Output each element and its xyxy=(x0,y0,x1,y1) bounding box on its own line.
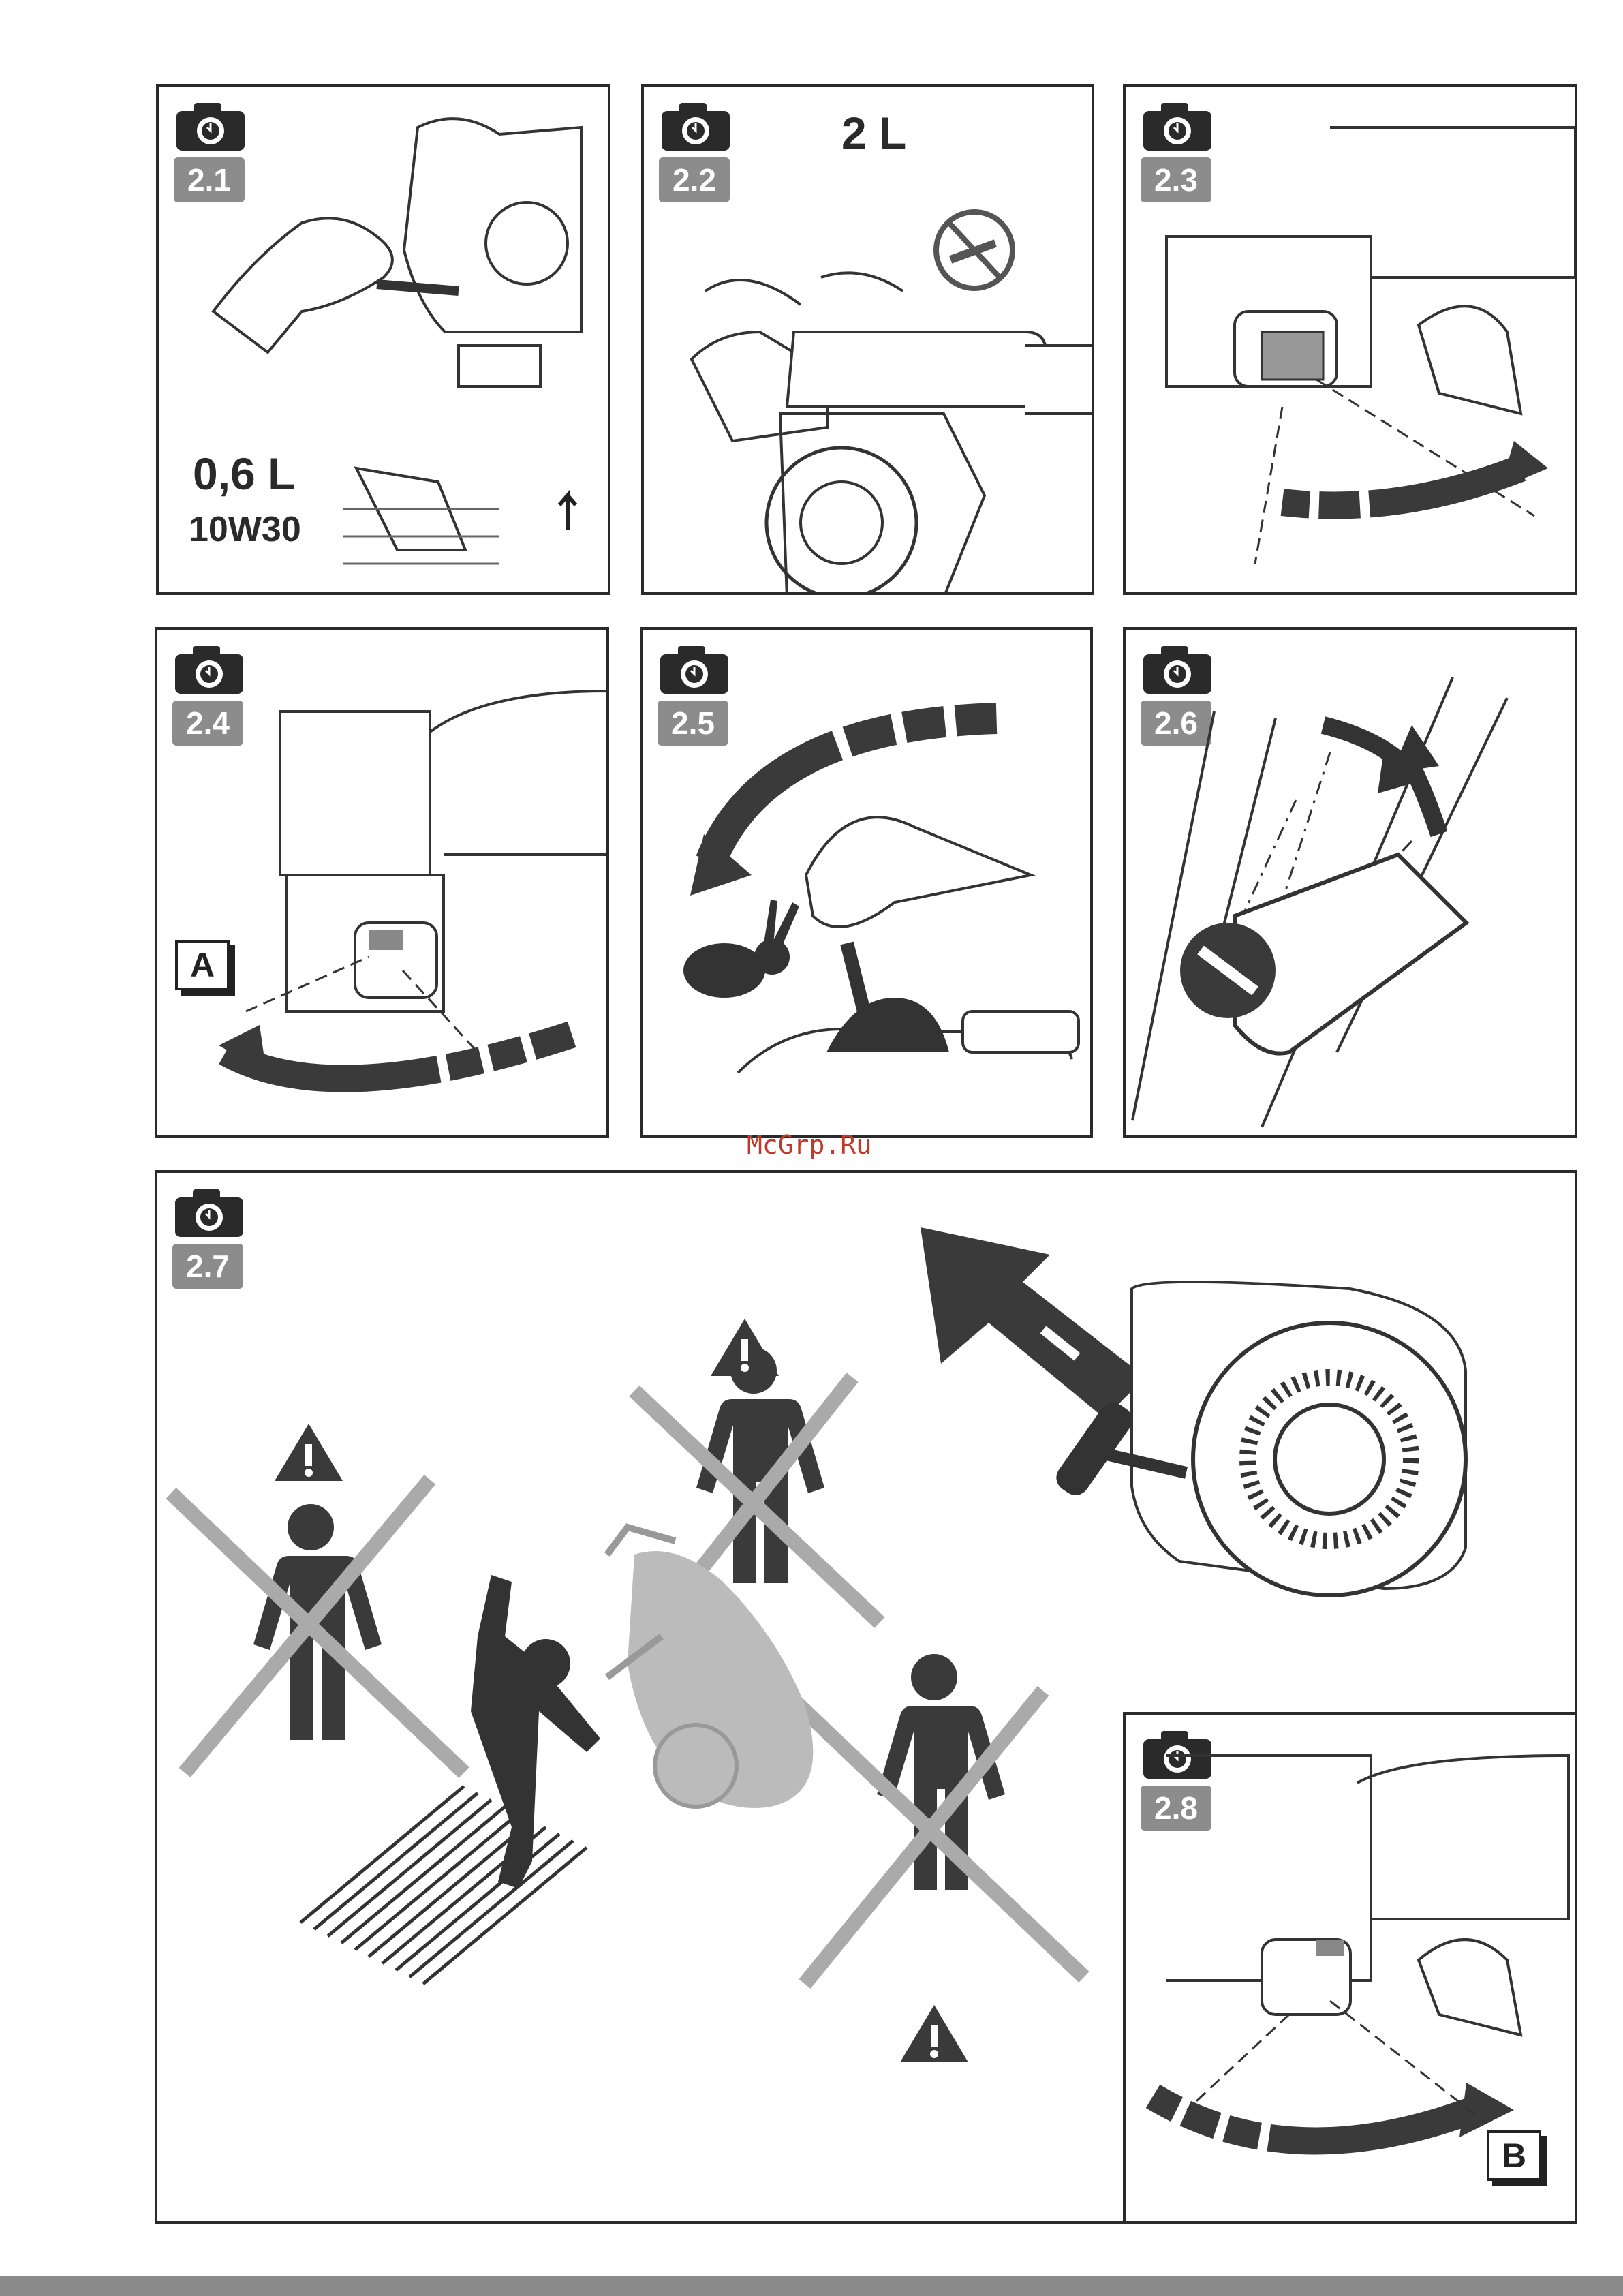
bottom-rule xyxy=(0,2276,1623,2296)
operator-icon xyxy=(300,1527,813,1984)
panel-2-2: 2.2 2 L xyxy=(641,84,1094,595)
no-smoking-icon xyxy=(936,212,1013,288)
marker-a: A xyxy=(175,940,230,990)
watermark: McGrp.Ru xyxy=(747,1130,871,1160)
arrow-icon xyxy=(226,1032,580,1079)
panel-2-5: 2.5 xyxy=(640,627,1093,1138)
oil-grade: 10W30 xyxy=(189,509,301,550)
marker-b: B xyxy=(1487,2130,1541,2181)
hand-icon xyxy=(806,817,1031,927)
panel-2-8: 2.8 B xyxy=(1123,1712,1577,2224)
choke-lever-illustration xyxy=(157,630,609,1138)
bystander-left xyxy=(171,1424,464,1773)
panel-2-6: 2.6 xyxy=(1123,627,1577,1138)
fuel-fill-illustration xyxy=(644,87,1094,595)
fuel-valve-illustration xyxy=(1126,87,1577,595)
rabbit-icon xyxy=(683,900,799,998)
arrow-icon xyxy=(1282,468,1521,505)
bystander-right xyxy=(791,1654,1084,2062)
engine-switch-illustration xyxy=(1126,630,1577,1138)
warning-icon xyxy=(900,2005,968,2062)
hand-icon xyxy=(213,218,392,352)
warning-icon xyxy=(275,1424,343,1481)
arrow-icon xyxy=(559,495,576,530)
panel-2-4: 2.4 A xyxy=(155,627,609,1138)
panel-2-3: 2.3 xyxy=(1123,84,1577,595)
oil-volume: 0,6 L xyxy=(193,448,295,500)
starter-handle-icon xyxy=(1051,1397,1138,1501)
arrow-icon xyxy=(921,1227,1145,1418)
throttle-illustration xyxy=(643,630,1093,1138)
panel-2-1: 2.1 0,6 L 10W30 xyxy=(156,84,610,595)
warning-icon xyxy=(711,1319,779,1376)
arrow-icon xyxy=(1153,2096,1473,2141)
